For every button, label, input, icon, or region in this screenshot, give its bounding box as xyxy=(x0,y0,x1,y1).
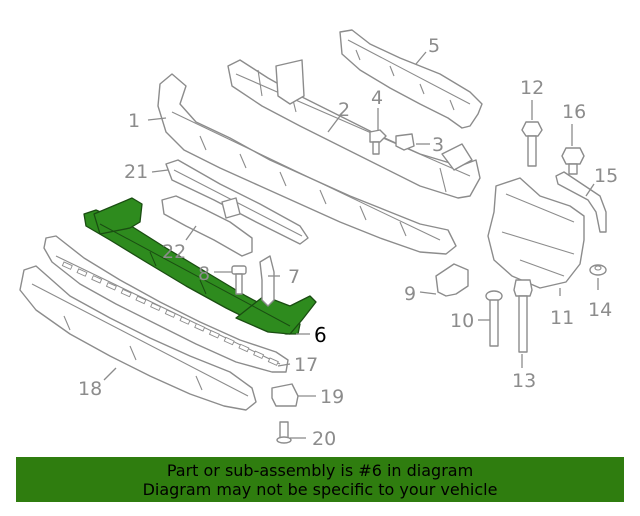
callout-5: 5 xyxy=(428,35,440,57)
callout-21: 21 xyxy=(124,161,148,183)
grille-slot xyxy=(238,343,250,353)
part-19-clip xyxy=(271,383,299,407)
callout-7: 7 xyxy=(288,266,300,288)
callout-19: 19 xyxy=(320,386,344,408)
part-6-bumper-reinforcement xyxy=(83,197,317,335)
callout-3: 3 xyxy=(432,134,444,156)
grille-slot xyxy=(179,316,191,325)
callout-12: 12 xyxy=(520,77,544,99)
part-2-support-beam xyxy=(227,59,481,199)
part-10-bolt xyxy=(485,290,503,347)
callout-17: 17 xyxy=(294,354,318,376)
grille-slot xyxy=(223,336,235,346)
banner-line-2: Diagram may not be specific to your vehi… xyxy=(142,480,498,499)
callout-13: 13 xyxy=(512,370,536,392)
grille-slot xyxy=(208,330,220,339)
part-13-bolt xyxy=(513,279,533,353)
callout-11: 11 xyxy=(550,307,574,329)
callout-2: 2 xyxy=(338,99,350,121)
part-22-deflector xyxy=(161,195,253,257)
grille-slot xyxy=(253,350,265,360)
callout-8: 8 xyxy=(198,263,210,285)
part-1-energy-absorber xyxy=(157,73,457,255)
callout-labels: 1 2 3 4 5 6 7 8 9 10 11 12 13 14 15 16 1… xyxy=(78,35,618,450)
grille-slots xyxy=(61,261,279,366)
callout-22: 22 xyxy=(162,241,186,263)
part-5-upper-bracket xyxy=(339,29,483,129)
part-4-bolt xyxy=(369,129,387,155)
callout-15: 15 xyxy=(594,165,618,187)
part-8-screw xyxy=(231,265,247,295)
part-20-rivet xyxy=(276,421,292,444)
grille-slot xyxy=(91,275,103,284)
grille-slot xyxy=(194,323,206,332)
callout-4: 4 xyxy=(371,87,383,109)
callout-6: 6 xyxy=(314,323,327,347)
part-3-clip xyxy=(395,133,415,151)
part-12-bolt xyxy=(521,121,543,167)
part-7-bracket xyxy=(259,255,275,307)
grille-slot xyxy=(120,288,132,298)
vehicle-fit-banner: Part or sub-assembly is #6 in diagram Di… xyxy=(16,457,624,502)
grille-slot xyxy=(61,261,73,270)
callout-9: 9 xyxy=(404,283,416,305)
part-16-bolt xyxy=(561,147,585,175)
grille-slot xyxy=(150,302,162,312)
callout-16: 16 xyxy=(562,101,586,123)
callout-1: 1 xyxy=(128,110,140,132)
grille-slot xyxy=(135,295,147,305)
grille-slot xyxy=(267,357,279,366)
banner-line-1: Part or sub-assembly is #6 in diagram xyxy=(166,461,474,480)
callout-14: 14 xyxy=(588,299,612,321)
part-14-nut xyxy=(589,264,607,276)
leader-lines xyxy=(103,51,599,439)
part-9-bracket xyxy=(435,263,469,297)
grille-slot xyxy=(76,268,88,277)
part-18-lower-fascia xyxy=(19,265,257,411)
callout-20: 20 xyxy=(312,428,336,450)
callout-18: 18 xyxy=(78,378,102,400)
grille-slot xyxy=(105,282,117,291)
grille-slot xyxy=(164,309,176,318)
part-15-strip xyxy=(555,171,607,233)
part-11-side-bracket xyxy=(487,177,585,289)
callout-10: 10 xyxy=(450,310,474,332)
